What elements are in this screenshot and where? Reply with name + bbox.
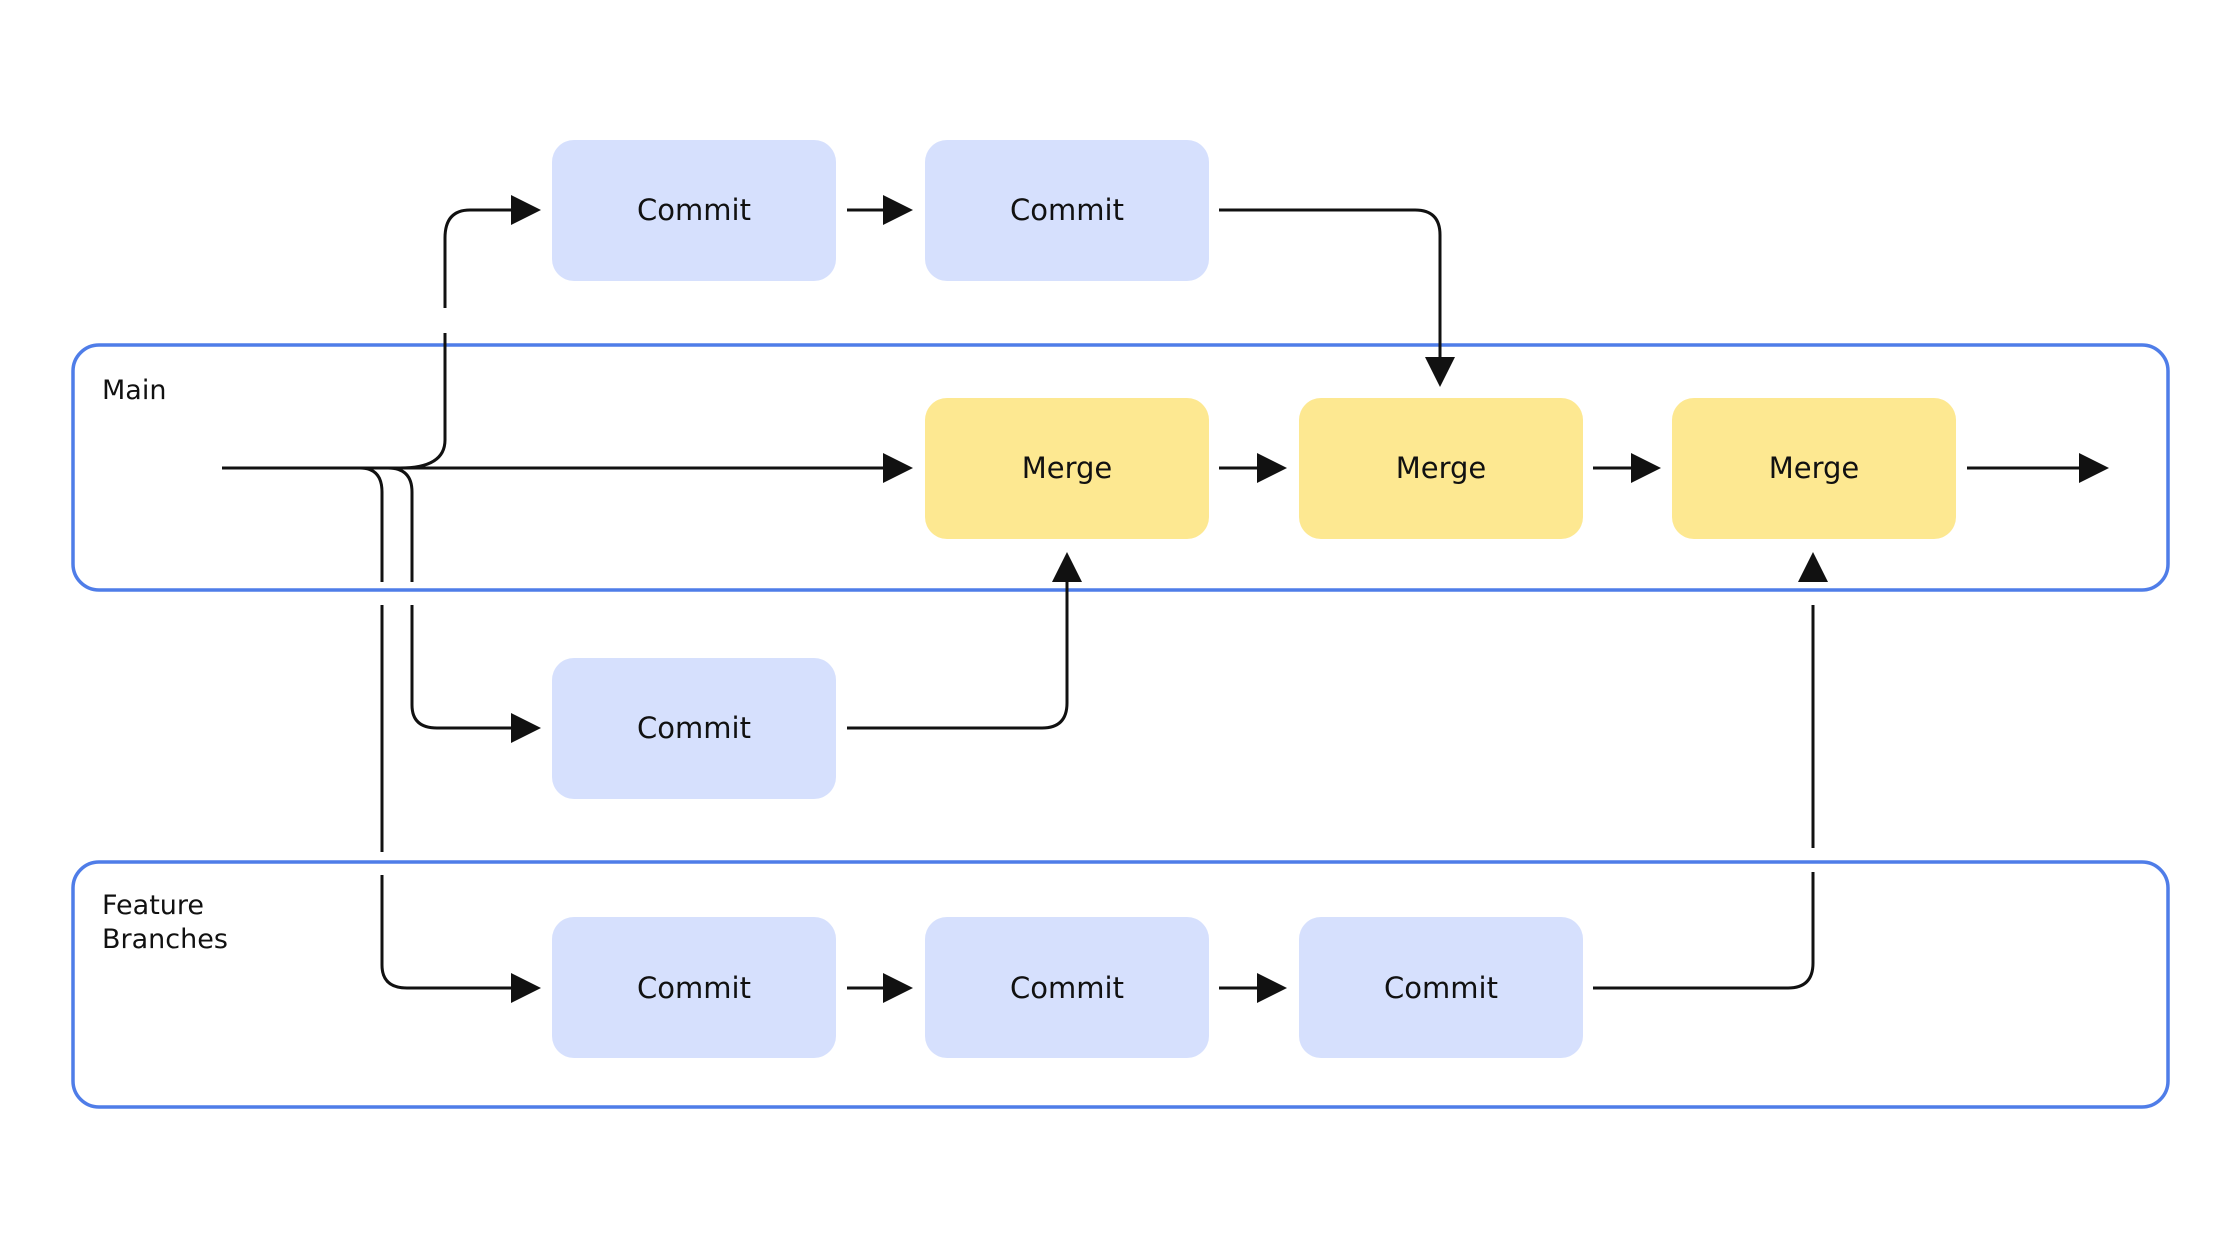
commit-node-feature-3[interactable]: Commit (1299, 917, 1583, 1058)
branch-to-feature-commit (359, 466, 538, 988)
commit-label: Commit (1010, 971, 1124, 1005)
commit-node-top-2[interactable]: Commit (925, 140, 1209, 281)
feature-branches-label-line1: Feature (102, 890, 204, 921)
commit-label: Commit (637, 711, 751, 745)
commit-label: Commit (1384, 971, 1498, 1005)
branch-to-top-commit (399, 210, 538, 470)
commit-node-feature-1[interactable]: Commit (552, 917, 836, 1058)
merge-node-1[interactable]: Merge (925, 398, 1209, 539)
commit-node-top-1[interactable]: Commit (552, 140, 836, 281)
merge-node-3[interactable]: Merge (1672, 398, 1956, 539)
commit-label: Commit (637, 971, 751, 1005)
feature-branches-label-line2: Branches (102, 924, 228, 955)
commit-node-feature-2[interactable]: Commit (925, 917, 1209, 1058)
commit-label: Commit (637, 193, 751, 227)
main-lane-label: Main (102, 375, 166, 406)
merge-label: Merge (1022, 451, 1113, 485)
main-lane (71, 343, 2170, 592)
commit-label: Commit (1010, 193, 1124, 227)
commit-node-mid-1[interactable]: Commit (552, 658, 836, 799)
top-to-merge-2 (1219, 208, 1455, 387)
merge-label: Merge (1769, 451, 1860, 485)
merge-node-2[interactable]: Merge (1299, 398, 1583, 539)
feature-to-merge-3 (1593, 555, 1813, 990)
branch-to-mid-commit (387, 466, 538, 728)
feature-branches-lane (71, 860, 2170, 1109)
merge-label: Merge (1396, 451, 1487, 485)
mid-to-merge-1 (847, 552, 1082, 730)
